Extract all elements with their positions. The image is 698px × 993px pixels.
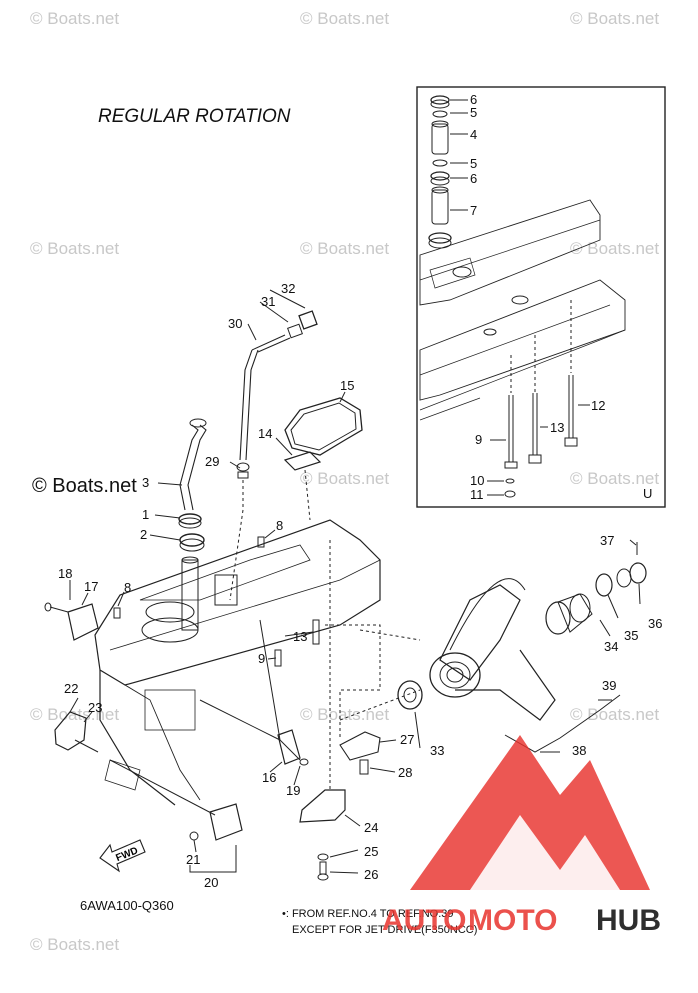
- watermark: © Boats.net: [570, 9, 659, 28]
- logo-text-hub: HUB: [596, 904, 661, 937]
- callout-label: 24: [364, 820, 378, 835]
- watermark: © Boats.net: [30, 239, 119, 258]
- callout-label: 12: [591, 398, 605, 413]
- callout-label: 35: [624, 628, 638, 643]
- inset-panel: [416, 86, 666, 508]
- lower-unit-drawing: [44, 289, 647, 881]
- watermark: © Boats.net: [300, 239, 389, 258]
- callout-label: 38: [572, 743, 586, 758]
- automotohub-logo: AUTO MOTO HUB: [382, 735, 661, 937]
- callout-label: 39: [602, 678, 616, 693]
- callout-label: 10: [470, 473, 484, 488]
- callout-label: 26: [364, 867, 378, 882]
- diagram-code: 6AWA100-Q360: [80, 898, 174, 913]
- callout-label: 22: [64, 681, 78, 696]
- callout-label: 3: [142, 475, 149, 490]
- callout-label: 9: [258, 651, 265, 666]
- callout-label: 6: [470, 171, 477, 186]
- callout-label: 28: [398, 765, 412, 780]
- callout-label: 33: [430, 743, 444, 758]
- callout-label: 11: [470, 487, 484, 502]
- logo-text-auto: AUTO: [382, 904, 466, 937]
- watermark: © Boats.net: [570, 705, 659, 724]
- callout-label: 8: [276, 518, 283, 533]
- callout-label: 30: [228, 316, 242, 331]
- callout-label: 2: [140, 527, 147, 542]
- watermark-large: © Boats.net: [32, 475, 137, 497]
- callout-label: 37: [600, 533, 614, 548]
- callout-label: 17: [84, 579, 98, 594]
- diagram-title: REGULAR ROTATION: [98, 106, 291, 127]
- callout-label: 6: [470, 92, 477, 107]
- callout-label: 14: [258, 426, 272, 441]
- callout-label: 29: [205, 454, 219, 469]
- callout-label: 18: [58, 566, 72, 581]
- callout-label: 7: [470, 203, 477, 218]
- watermark: © Boats.net: [300, 469, 389, 488]
- callout-label: 25: [364, 844, 378, 859]
- callout-label: 5: [470, 105, 477, 120]
- callout-label: 21: [186, 852, 200, 867]
- watermark: © Boats.net: [300, 705, 389, 724]
- callout-label: 13: [550, 420, 564, 435]
- callout-label: 27: [400, 732, 414, 747]
- watermark: © Boats.net: [30, 935, 119, 954]
- inset-marker: U: [643, 486, 652, 501]
- footnote-line-1: •: FROM REF.NO.4 TO REF.NO.39: [282, 908, 454, 920]
- watermark-layer: © Boats.net © Boats.net © Boats.net © Bo…: [30, 9, 659, 954]
- watermark: © Boats.net: [30, 9, 119, 28]
- watermark: © Boats.net: [570, 469, 659, 488]
- callout-label: 32: [281, 281, 295, 296]
- logo-text-moto: MOTO: [468, 904, 557, 937]
- callout-label: 36: [648, 616, 662, 631]
- callout-label: 5: [470, 156, 477, 171]
- callout-label: 19: [286, 783, 300, 798]
- watermark: © Boats.net: [30, 705, 119, 724]
- callout-label: 13: [293, 629, 307, 644]
- callout-label: 23: [88, 700, 102, 715]
- fwd-arrow-label: FWD: [114, 845, 139, 864]
- footnote-line-2: EXCEPT FOR JET DRIVE(F350NCC): [292, 924, 477, 936]
- watermark: © Boats.net: [300, 9, 389, 28]
- callout-label: 31: [261, 294, 275, 309]
- callout-label: 16: [262, 770, 276, 785]
- callout-label: 1: [142, 507, 149, 522]
- callout-label: 15: [340, 378, 354, 393]
- callout-label: 20: [204, 875, 218, 890]
- watermark: © Boats.net: [570, 239, 659, 258]
- callout-label: 34: [604, 639, 618, 654]
- callout-label: 9: [475, 432, 482, 447]
- callout-labels: 6 5 4 5 6 7 12 13 9 10 11 32 31 30 15 14…: [58, 92, 662, 890]
- callout-label: 8: [124, 580, 131, 595]
- callout-label: 4: [470, 127, 477, 142]
